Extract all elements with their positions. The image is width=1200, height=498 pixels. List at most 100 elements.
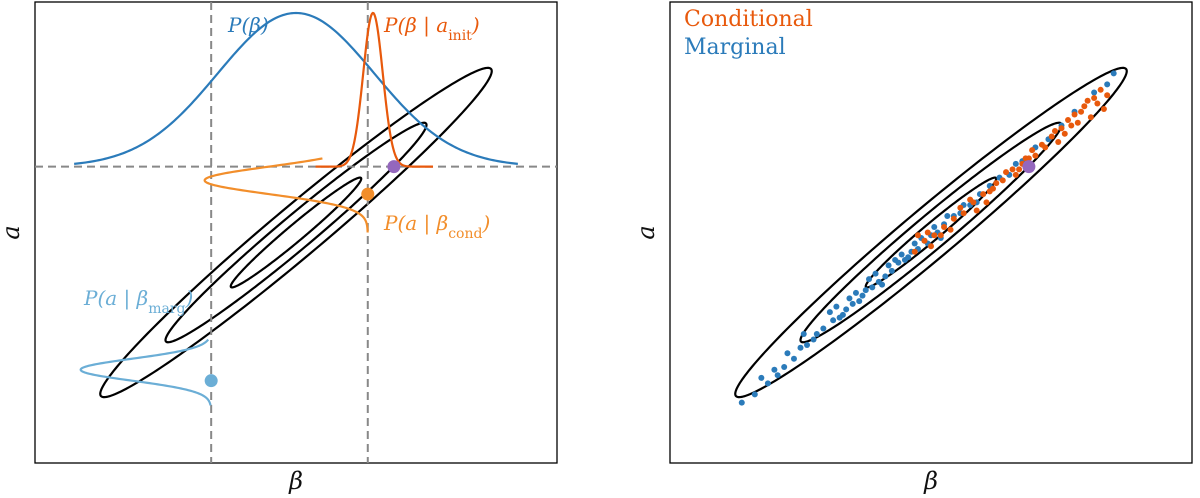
marginal-sample-point-59 xyxy=(859,292,866,299)
conditional-sample-point-19 xyxy=(931,232,938,239)
marginal-sample-point-63 xyxy=(911,240,918,247)
marginal-sample-point-40 xyxy=(1091,89,1098,96)
marginal-sample-point-44 xyxy=(839,311,846,318)
conditional-sample-point-21 xyxy=(911,248,918,255)
marginal-sample-point-57 xyxy=(833,303,840,310)
plot-frame xyxy=(34,1,558,464)
conditional-sample-point-32 xyxy=(1084,97,1091,104)
marginal-sample-point-16 xyxy=(869,284,876,291)
marginal-sample-point-62 xyxy=(898,251,905,258)
conditional-sample-point-44 xyxy=(983,199,990,206)
conditional-sample-point-3 xyxy=(1104,92,1111,99)
contour-ellipse-1 xyxy=(229,176,363,289)
conditional-sample-point-42 xyxy=(1025,155,1032,162)
annotation-p-beta-given-a-init: P(β | ainit) xyxy=(383,13,480,44)
conditional-sample-point-46 xyxy=(914,232,921,239)
conditional-sample-point-14 xyxy=(980,191,987,198)
conditional-sample-point-6 xyxy=(1058,125,1065,132)
marginal-sample-point-42 xyxy=(1104,81,1111,88)
conditional-sample-point-47 xyxy=(1016,166,1023,173)
conditional-draw-point xyxy=(361,187,375,201)
conditional-sample-point-25 xyxy=(1061,130,1068,137)
conditional-sample-point-4 xyxy=(1087,114,1094,121)
conditional-sample-point-22 xyxy=(1032,152,1039,159)
conditional-sample-point-24 xyxy=(1051,127,1058,134)
conditional-sample-point-30 xyxy=(1042,144,1049,151)
marginal-sample-point-58 xyxy=(846,295,853,302)
y-axis-label: a xyxy=(632,225,660,239)
marginal-sample-point-19 xyxy=(888,267,895,274)
marginal-sample-point-61 xyxy=(885,262,892,269)
conditional-sample-point-29 xyxy=(1012,171,1019,178)
current-state-point xyxy=(387,160,401,174)
annotation-p-beta: P(β) xyxy=(227,13,269,37)
conditional-sample-point-16 xyxy=(960,210,967,217)
marginal-sample-point-47 xyxy=(879,281,886,288)
contour-ellipse-3 xyxy=(734,66,1128,399)
conditional-sample-point-31 xyxy=(1071,111,1078,118)
conditional-sample-point-1 xyxy=(1081,103,1088,110)
contour-ellipse-2 xyxy=(164,121,428,344)
marginal-sample-point-54 xyxy=(784,350,791,357)
x-axis-label: β xyxy=(288,467,303,495)
legend-conditional: Conditional xyxy=(684,7,813,32)
conditional-sample-point-35 xyxy=(937,232,944,239)
conditional-sample-point-49 xyxy=(1091,95,1098,102)
y-axis-label: a xyxy=(0,225,25,239)
marginal-beta-curve xyxy=(74,11,518,165)
current-state-point-right xyxy=(1022,160,1036,174)
marginal-sample-point-55 xyxy=(800,331,807,338)
conditional-sample-point-36 xyxy=(924,229,931,236)
marginal-sample-point-9 xyxy=(820,325,827,332)
marginal-sample-point-41 xyxy=(1110,70,1117,77)
annotation-p-a-given-beta-cond: P(a | βcond) xyxy=(383,211,490,242)
marginal-sample-point-2 xyxy=(764,380,771,387)
marginal-sample-point-8 xyxy=(810,336,817,343)
marginal-sample-point-3 xyxy=(771,366,778,373)
marginal-sample-point-45 xyxy=(852,289,859,296)
conditional-sample-point-38 xyxy=(1055,138,1062,145)
conditional-sample-point-34 xyxy=(1100,106,1107,113)
marginal-sample-point-64 xyxy=(1012,160,1019,167)
marginal-sample-point-6 xyxy=(797,344,804,351)
conditional-sample-point-12 xyxy=(999,177,1006,184)
left-chart-svg: βaP(β)P(β | ainit)P(a | βcond)P(a | βmar… xyxy=(0,1,558,495)
conditional-sample-point-27 xyxy=(957,204,964,211)
marginal-a-curve xyxy=(79,338,212,406)
marginal-sample-point-49 xyxy=(905,254,912,261)
conditional-sample-point-48 xyxy=(1078,108,1085,115)
conditional-a-curve xyxy=(203,157,369,233)
contour-ellipse-3 xyxy=(99,66,493,399)
marginal-sample-point-60 xyxy=(872,270,879,277)
marginal-sample-point-5 xyxy=(790,355,797,362)
conditional-sample-point-18 xyxy=(941,224,948,231)
conditional-sample-point-5 xyxy=(1074,119,1081,126)
conditional-beta-curve xyxy=(315,11,434,168)
marginal-sample-point-51 xyxy=(931,224,938,231)
contour-ellipse-2 xyxy=(799,121,1063,344)
left-panel-conditional-vs-marginal-diagram: βaP(β)P(β | ainit)P(a | βcond)P(a | βmar… xyxy=(0,1,558,495)
legend-marginal: Marginal xyxy=(684,35,786,60)
marginal-sample-point-14 xyxy=(856,298,863,305)
conditional-sample-point-26 xyxy=(973,207,980,214)
marginal-sample-point-0 xyxy=(738,399,745,406)
conditional-sample-point-0 xyxy=(1065,116,1072,123)
marginal-sample-point-43 xyxy=(826,309,833,316)
marginal-sample-point-15 xyxy=(862,287,869,294)
marginal-sample-point-67 xyxy=(774,372,781,379)
marginal-sample-point-7 xyxy=(804,342,811,349)
marginal-sample-point-48 xyxy=(892,256,899,263)
conditional-sample-point-17 xyxy=(950,215,957,222)
marginal-sample-point-56 xyxy=(813,331,820,338)
conditional-sample-point-2 xyxy=(1094,100,1101,107)
conditional-sample-point-45 xyxy=(928,243,934,250)
conditional-sample-point-39 xyxy=(1003,169,1010,176)
conditional-sample-point-33 xyxy=(1097,86,1104,93)
marginal-sample-point-12 xyxy=(843,306,850,313)
conditional-sample-point-11 xyxy=(1009,166,1016,173)
conditional-sample-point-43 xyxy=(1068,122,1075,129)
plot-frame xyxy=(669,1,1193,464)
marginal-sample-point-52 xyxy=(944,213,951,220)
